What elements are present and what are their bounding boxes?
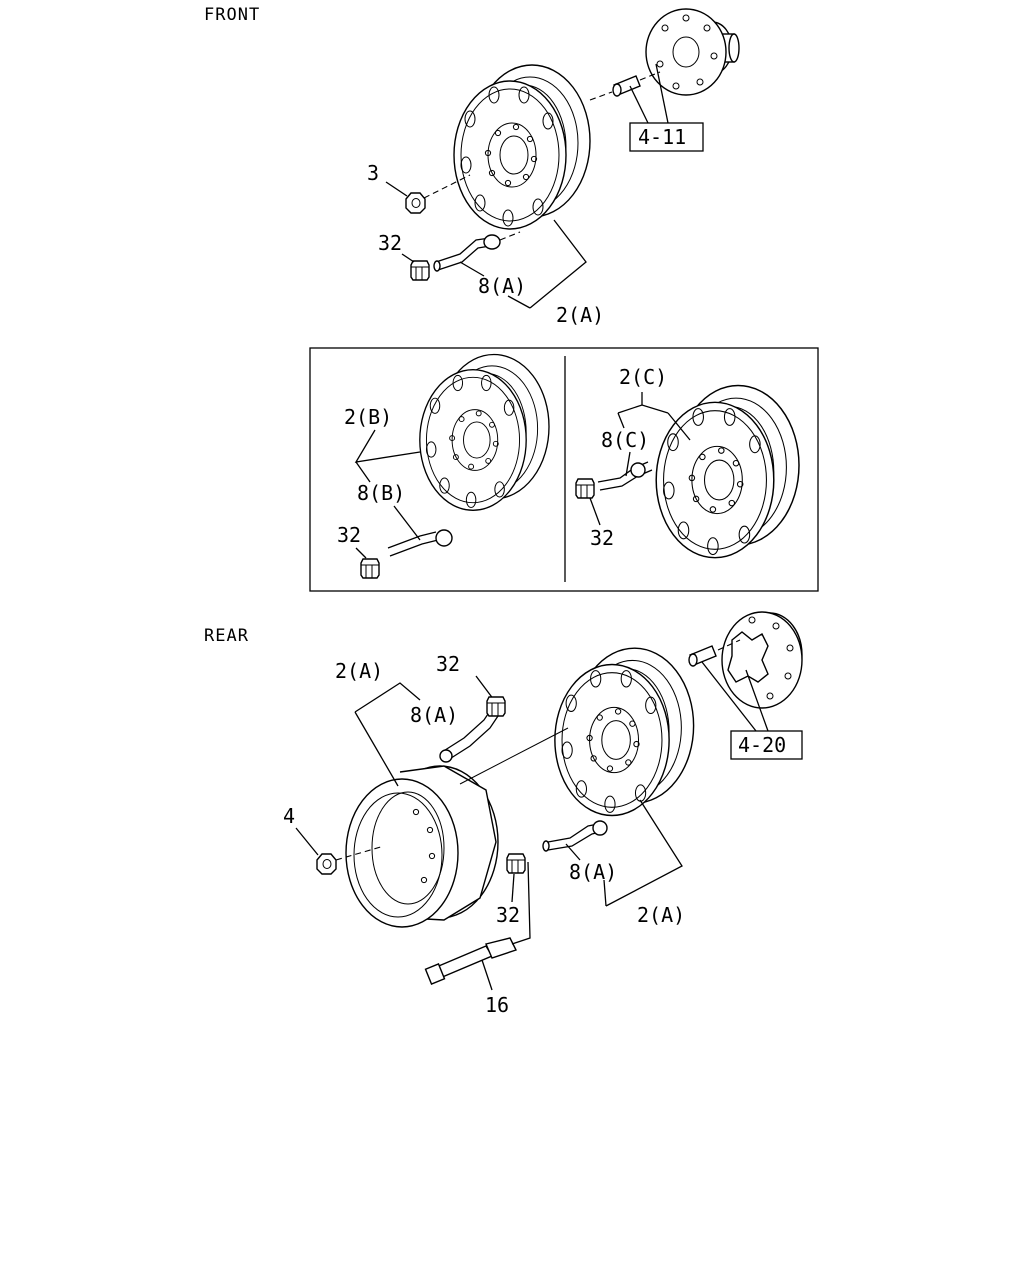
rear-inner-cap-label: 32 <box>496 903 520 927</box>
variant-c-wheel-label: 2(C) <box>619 365 667 389</box>
variant-b-valve-label: 8(B) <box>357 481 405 505</box>
rear-outer-wheel-label: 2(A) <box>335 659 383 683</box>
variant-c-valve <box>597 461 653 491</box>
variant-b-wheel <box>419 353 550 511</box>
variant-c-valve-label: 8(C) <box>601 428 649 452</box>
rear-outer-cap <box>486 696 506 717</box>
front-cap <box>410 260 430 281</box>
rear-outer-wheel <box>345 765 499 928</box>
front-valve <box>433 234 501 272</box>
front-valve-label: 8(A) <box>478 274 526 298</box>
rear-extension-label: 16 <box>485 993 509 1017</box>
front-wheel-label: 2(A) <box>556 303 604 327</box>
front-cap-label: 32 <box>378 231 402 255</box>
variant-c-cap <box>575 478 595 499</box>
front-section-label: FRONT <box>204 5 260 25</box>
rear-ref-box: 4-20 <box>701 661 803 760</box>
rear-inner-valve-label: 8(A) <box>569 860 617 884</box>
rear-ref-label: 4-20 <box>738 733 786 757</box>
front-ref-box: 4-11 <box>629 63 704 152</box>
rear-nut-label: 4 <box>283 804 295 828</box>
front-stud <box>612 75 641 97</box>
variant-b-wheel-label: 2(B) <box>344 405 392 429</box>
rear-valve-extension <box>424 937 517 985</box>
rear-stud <box>688 645 717 667</box>
rear-section-label: REAR <box>204 626 249 646</box>
variant-b-cap <box>360 558 380 579</box>
front-nut <box>405 192 426 214</box>
rear-inner-wheel <box>554 647 695 817</box>
front-nut-label: 3 <box>367 161 379 185</box>
variant-c-wheel <box>655 384 800 559</box>
rear-inner-valve <box>542 820 608 852</box>
variant-b-valve <box>387 529 453 557</box>
rear-inner-cap <box>506 853 526 874</box>
variant-c-cap-label: 32 <box>590 526 614 550</box>
front-wheel <box>453 64 591 230</box>
rear-nut <box>316 853 337 875</box>
rear-inner-wheel-label: 2(A) <box>637 903 685 927</box>
front-hub <box>645 8 740 96</box>
rear-outer-valve-label: 8(A) <box>410 703 458 727</box>
front-ref-label: 4-11 <box>638 125 686 149</box>
variant-box <box>309 347 819 592</box>
rear-hub <box>721 611 803 709</box>
rear-outer-cap-label: 32 <box>436 652 460 676</box>
variant-b-cap-label: 32 <box>337 523 361 547</box>
